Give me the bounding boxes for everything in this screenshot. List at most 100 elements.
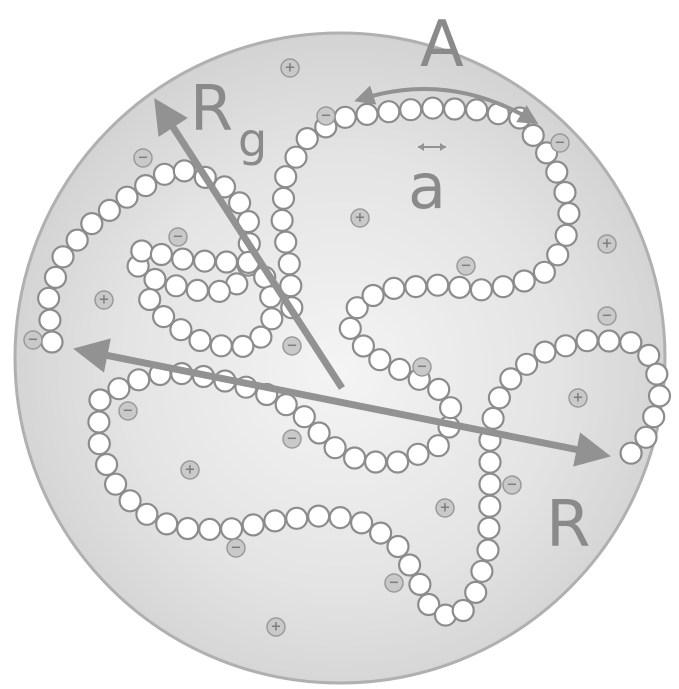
monomer bbox=[620, 332, 641, 353]
cation-ion: + bbox=[351, 209, 369, 227]
monomer bbox=[514, 271, 535, 292]
monomer bbox=[546, 162, 567, 183]
monomer bbox=[428, 435, 449, 456]
monomer bbox=[344, 448, 365, 469]
svg-text:+: + bbox=[602, 237, 613, 252]
monomer bbox=[39, 310, 60, 331]
monomer bbox=[577, 330, 598, 351]
monomer bbox=[480, 474, 501, 495]
monomer bbox=[286, 147, 307, 168]
anion-ion: − bbox=[385, 574, 403, 592]
monomer bbox=[42, 332, 63, 353]
monomer bbox=[471, 279, 492, 300]
monomer bbox=[190, 330, 211, 351]
svg-text:−: − bbox=[461, 259, 472, 274]
monomer bbox=[478, 540, 499, 561]
monomer bbox=[649, 385, 670, 406]
svg-text:−: − bbox=[231, 541, 242, 556]
monomer bbox=[128, 369, 149, 390]
monomer bbox=[478, 518, 499, 539]
svg-text:−: − bbox=[287, 339, 298, 354]
svg-text:−: − bbox=[123, 404, 134, 419]
monomer bbox=[216, 252, 237, 273]
monomer bbox=[471, 561, 492, 582]
monomer bbox=[465, 582, 486, 603]
monomer bbox=[351, 512, 372, 533]
monomer bbox=[67, 230, 88, 251]
monomer bbox=[409, 574, 430, 595]
monomer bbox=[136, 504, 157, 525]
monomer bbox=[151, 244, 172, 265]
svg-text:+: + bbox=[355, 211, 366, 226]
monomer bbox=[547, 244, 568, 265]
monomer bbox=[286, 508, 307, 529]
monomer bbox=[294, 406, 315, 427]
monomer bbox=[187, 280, 208, 301]
svg-text:−: − bbox=[28, 333, 39, 348]
monomer bbox=[211, 335, 232, 356]
monomer bbox=[646, 364, 667, 385]
monomer bbox=[556, 225, 577, 246]
monomer bbox=[599, 331, 620, 352]
monomer bbox=[363, 285, 384, 306]
monomer bbox=[108, 378, 129, 399]
monomer bbox=[330, 507, 351, 528]
monomer bbox=[389, 359, 410, 380]
anion-ion: − bbox=[598, 307, 616, 325]
monomer bbox=[154, 164, 175, 185]
svg-text:+: + bbox=[573, 391, 584, 406]
monomer bbox=[493, 276, 514, 297]
monomer bbox=[523, 125, 544, 146]
monomer bbox=[275, 166, 296, 187]
anion-ion: − bbox=[24, 331, 42, 349]
monomer bbox=[174, 160, 195, 181]
monomer bbox=[139, 289, 160, 310]
monomer bbox=[422, 98, 443, 119]
monomer bbox=[308, 506, 329, 527]
monomer bbox=[466, 99, 487, 120]
monomer bbox=[534, 342, 555, 363]
monomer bbox=[166, 275, 187, 296]
monomer bbox=[405, 276, 426, 297]
monomer bbox=[297, 128, 318, 149]
monomer bbox=[156, 513, 177, 534]
monomer bbox=[279, 253, 300, 274]
monomer bbox=[88, 412, 109, 433]
monomer bbox=[232, 336, 253, 357]
cation-ion: + bbox=[267, 618, 285, 636]
monomer bbox=[428, 379, 449, 400]
monomer bbox=[117, 187, 138, 208]
svg-text:−: − bbox=[138, 151, 149, 166]
monomer bbox=[99, 200, 120, 221]
monomer-size-label: a bbox=[408, 150, 446, 223]
monomer bbox=[555, 335, 576, 356]
monomer bbox=[89, 433, 110, 454]
monomer bbox=[221, 518, 242, 539]
monomer bbox=[558, 203, 579, 224]
anion-ion: − bbox=[457, 257, 475, 275]
monomer bbox=[153, 306, 174, 327]
monomer bbox=[357, 104, 378, 125]
monomer bbox=[370, 523, 391, 544]
monomer bbox=[199, 519, 220, 540]
monomer bbox=[516, 354, 537, 375]
anion-ion: − bbox=[169, 228, 187, 246]
svg-text:−: − bbox=[389, 576, 400, 591]
monomer bbox=[408, 444, 429, 465]
monomer bbox=[621, 443, 642, 464]
monomer bbox=[81, 213, 102, 234]
cation-ion: + bbox=[95, 291, 113, 309]
svg-text:+: + bbox=[285, 61, 296, 76]
monomer bbox=[643, 406, 664, 427]
monomer bbox=[264, 510, 285, 531]
monomer bbox=[480, 452, 501, 473]
anion-ion: − bbox=[119, 402, 137, 420]
svg-text:−: − bbox=[321, 109, 332, 124]
monomer bbox=[177, 518, 198, 539]
monomer bbox=[534, 262, 555, 283]
cation-ion: + bbox=[598, 235, 616, 253]
monomer bbox=[131, 241, 152, 262]
anion-ion: − bbox=[134, 149, 152, 167]
monomer bbox=[209, 281, 230, 302]
